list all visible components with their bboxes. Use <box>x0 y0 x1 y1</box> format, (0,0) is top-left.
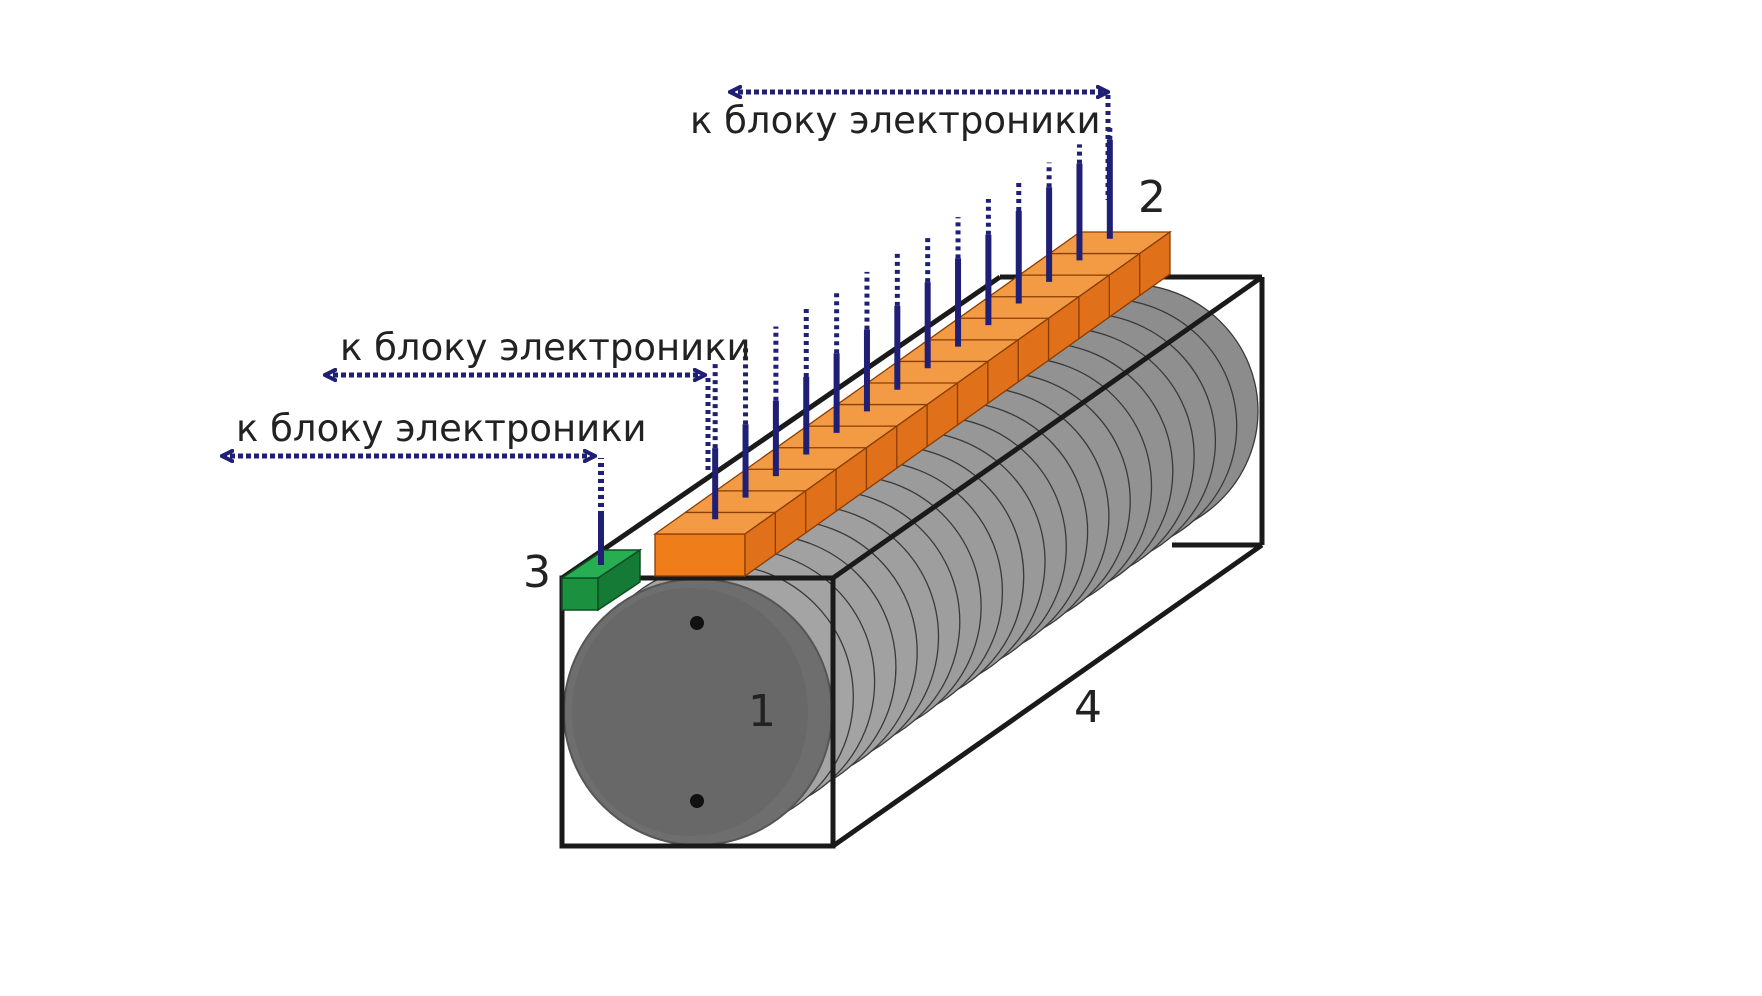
sensor-strip <box>652 215 1173 578</box>
marker-1: 1 <box>748 686 776 737</box>
mount-hole-bottom <box>690 794 704 808</box>
label-to-electronics-top: к блоку электроники <box>690 99 1101 142</box>
signal-wires <box>705 95 1113 520</box>
mount-hole-top <box>690 616 704 630</box>
marker-2: 2 <box>1138 172 1166 223</box>
label-to-electronics-bottom: к блоку электроники <box>236 407 647 450</box>
cylinder-front-face <box>563 578 833 846</box>
marker-4: 4 <box>1074 682 1102 733</box>
strip-front-face <box>654 533 746 577</box>
label-to-electronics-middle: к блоку электроники <box>340 326 751 369</box>
marker-3: 3 <box>523 547 551 598</box>
